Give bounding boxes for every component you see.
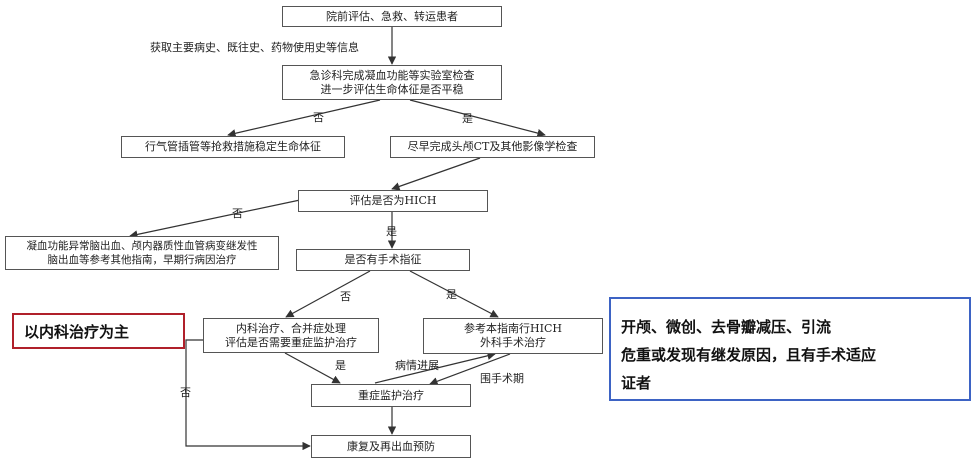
node-icu: 重症监护治疗 — [311, 384, 471, 407]
callout-surgical-notes: 开颅、微创、去骨瓣减压、引流 危重或发现有继发原因，且有手术适应 证者 — [609, 297, 971, 401]
node-airway: 行气管插管等抢救措施稳定生命体征 — [121, 136, 345, 158]
node-other-causes-line1: 凝血功能异常脑出血、颅内器质性血管病变继发性 — [26, 240, 258, 252]
node-surgery-indication-text: 是否有手术指征 — [344, 253, 422, 266]
node-rehab: 康复及再出血预防 — [311, 435, 471, 458]
arrow-imaging-to-eval — [391, 157, 481, 191]
node-imaging-text: 尽早完成头颅CT及其他影像学检查 — [407, 140, 578, 153]
arrow-medical-to-icu — [284, 352, 341, 384]
arrow-surgical-to-icu — [429, 353, 511, 386]
callout-medical-main: 以内科治疗为主 — [12, 313, 185, 349]
node-prehospital: 院前评估、急救、转运患者 — [282, 6, 502, 27]
node-imaging: 尽早完成头颅CT及其他影像学检查 — [390, 136, 595, 158]
edge-label-progression: 病情进展 — [395, 359, 439, 372]
edge-label-no-2: 否 — [232, 207, 243, 220]
callout-surgical-line3: 证者 — [621, 374, 652, 392]
node-medical-treatment: 内科治疗、合并症处理 评估是否需要重症监护治疗 — [203, 318, 379, 353]
node-er-tests-line1: 急诊科完成凝血功能等实验室检查 — [309, 68, 475, 82]
node-surgical-treatment: 参考本指南行HICH 外科手术治疗 — [423, 318, 603, 354]
edge-label-yes-1: 是 — [462, 112, 473, 125]
node-er-tests-line2: 进一步评估生命体征是否平稳 — [320, 82, 464, 96]
arrow-er-to-imaging — [409, 99, 546, 138]
node-other-causes: 凝血功能异常脑出血、颅内器质性血管病变继发性 脑出血等参考其他指南，早期行病因治… — [5, 236, 279, 270]
edge-label-no-3: 否 — [340, 290, 351, 303]
node-er-tests: 急诊科完成凝血功能等实验室检查 进一步评估生命体征是否平稳 — [282, 65, 502, 100]
node-surgical-line2: 外科手术治疗 — [480, 336, 546, 349]
edge-label-yes-3: 是 — [446, 288, 457, 301]
edge-label-yes-4: 是 — [335, 359, 346, 372]
edge-label-perioperative: 围手术期 — [480, 372, 524, 385]
node-prehospital-text: 院前评估、急救、转运患者 — [326, 9, 458, 23]
edge-label-history: 获取主要病史、既往史、药物使用史等信息 — [150, 41, 359, 54]
arrow-eval-to-other — [129, 199, 301, 239]
edge-label-no-4: 否 — [180, 386, 191, 399]
node-surgery-indication: 是否有手术指征 — [296, 249, 470, 271]
node-eval-hich-text: 评估是否为HICH — [349, 194, 437, 207]
node-other-causes-line2: 脑出血等参考其他指南，早期行病因治疗 — [47, 254, 237, 266]
arrow-indication-to-medical — [285, 270, 371, 318]
edge-label-yes-2: 是 — [386, 225, 397, 238]
node-eval-hich: 评估是否为HICH — [298, 190, 488, 212]
arrow-icu-to-surgical — [374, 351, 496, 384]
callout-surgical-line1: 开颅、微创、去骨瓣减压、引流 — [621, 318, 832, 336]
node-airway-text: 行气管插管等抢救措施稳定生命体征 — [145, 140, 321, 153]
callout-medical-main-text: 以内科治疗为主 — [24, 322, 130, 341]
node-medical-line1: 内科治疗、合并症处理 — [236, 321, 346, 335]
edge-label-no-1: 否 — [313, 111, 324, 124]
callout-surgical-line2: 危重或发现有继发原因，且有手术适应 — [621, 346, 877, 364]
node-surgical-line1: 参考本指南行HICH — [464, 322, 562, 335]
node-icu-text: 重症监护治疗 — [358, 388, 424, 402]
arrow-er-to-airway — [227, 99, 381, 138]
arrow-medical-to-rehab — [185, 339, 311, 451]
arrow-indication-to-surgical — [409, 270, 499, 318]
node-rehab-text: 康复及再出血预防 — [347, 439, 435, 453]
node-medical-line2: 评估是否需要重症监护治疗 — [225, 335, 357, 349]
